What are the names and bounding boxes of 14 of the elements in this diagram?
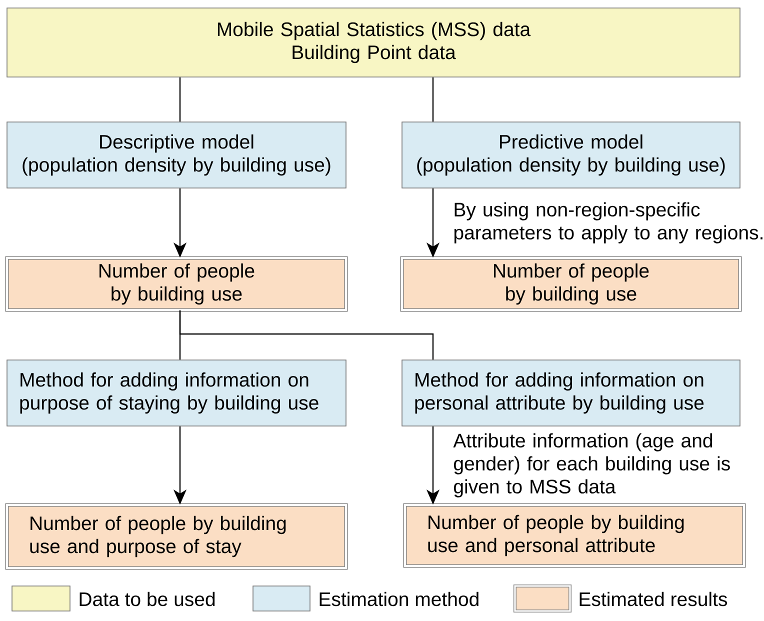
result-box: Number of people by building use [5,256,348,312]
method-box: Method for adding information on personal attribute by building use [402,360,740,426]
edge-label: Attribute information (age and gender) for each building use is given to MSS data [452,432,746,498]
legend-label: Estimation method [320,592,478,606]
model-box: Predictive model (population density by building use) [402,122,740,188]
data-box: Mobile Spatial Statistics (MSS) data Building Point data [6,8,740,78]
edge-label: By using non-region-specific parameters to apply to any regions. [452,201,764,244]
result-box: Number of people by building use and purpose of stay [5,503,348,570]
result-box: Number of people by building use [400,256,742,312]
legend-label: Estimated results [580,592,728,606]
legend-label: Data to be used [80,592,215,606]
method-box: Method for adding information on purpose of staying by building use [6,360,346,426]
model-box: Descriptive model (population density by building use) [6,122,346,188]
result-box: Number of people by building use and personal attribute [403,503,746,568]
